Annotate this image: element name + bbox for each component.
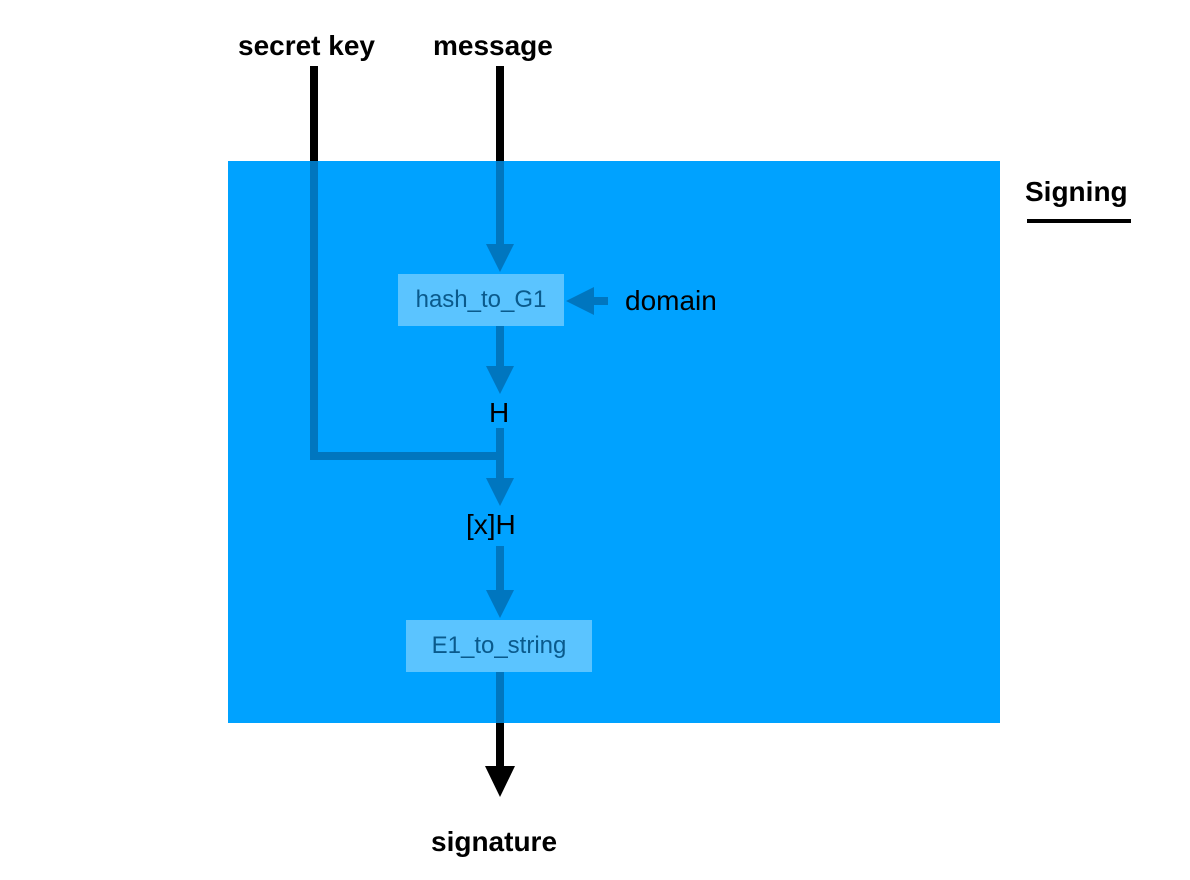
arrowhead-domain — [566, 287, 594, 315]
inner-arrowheads — [486, 244, 594, 618]
e1-to-string-box: E1_to_string — [406, 620, 592, 672]
signing-box — [228, 161, 1000, 723]
domain-label: domain — [625, 285, 717, 316]
signing-title: Signing — [1025, 176, 1128, 207]
signature-arrowhead — [485, 766, 515, 797]
arrowhead-to-h — [486, 366, 514, 394]
message-label: message — [433, 30, 553, 61]
secret-key-label: secret key — [238, 30, 376, 61]
signature-label: signature — [431, 826, 558, 857]
arrowhead-to-xh — [486, 478, 514, 506]
hash-to-g1-box: hash_to_G1 — [398, 274, 564, 326]
arrowhead-to-encode — [486, 590, 514, 618]
arrowhead-to-hash — [486, 244, 514, 272]
xh-label: [x]H — [466, 509, 516, 540]
h-label: H — [489, 397, 510, 428]
inner-arrows — [310, 161, 608, 723]
